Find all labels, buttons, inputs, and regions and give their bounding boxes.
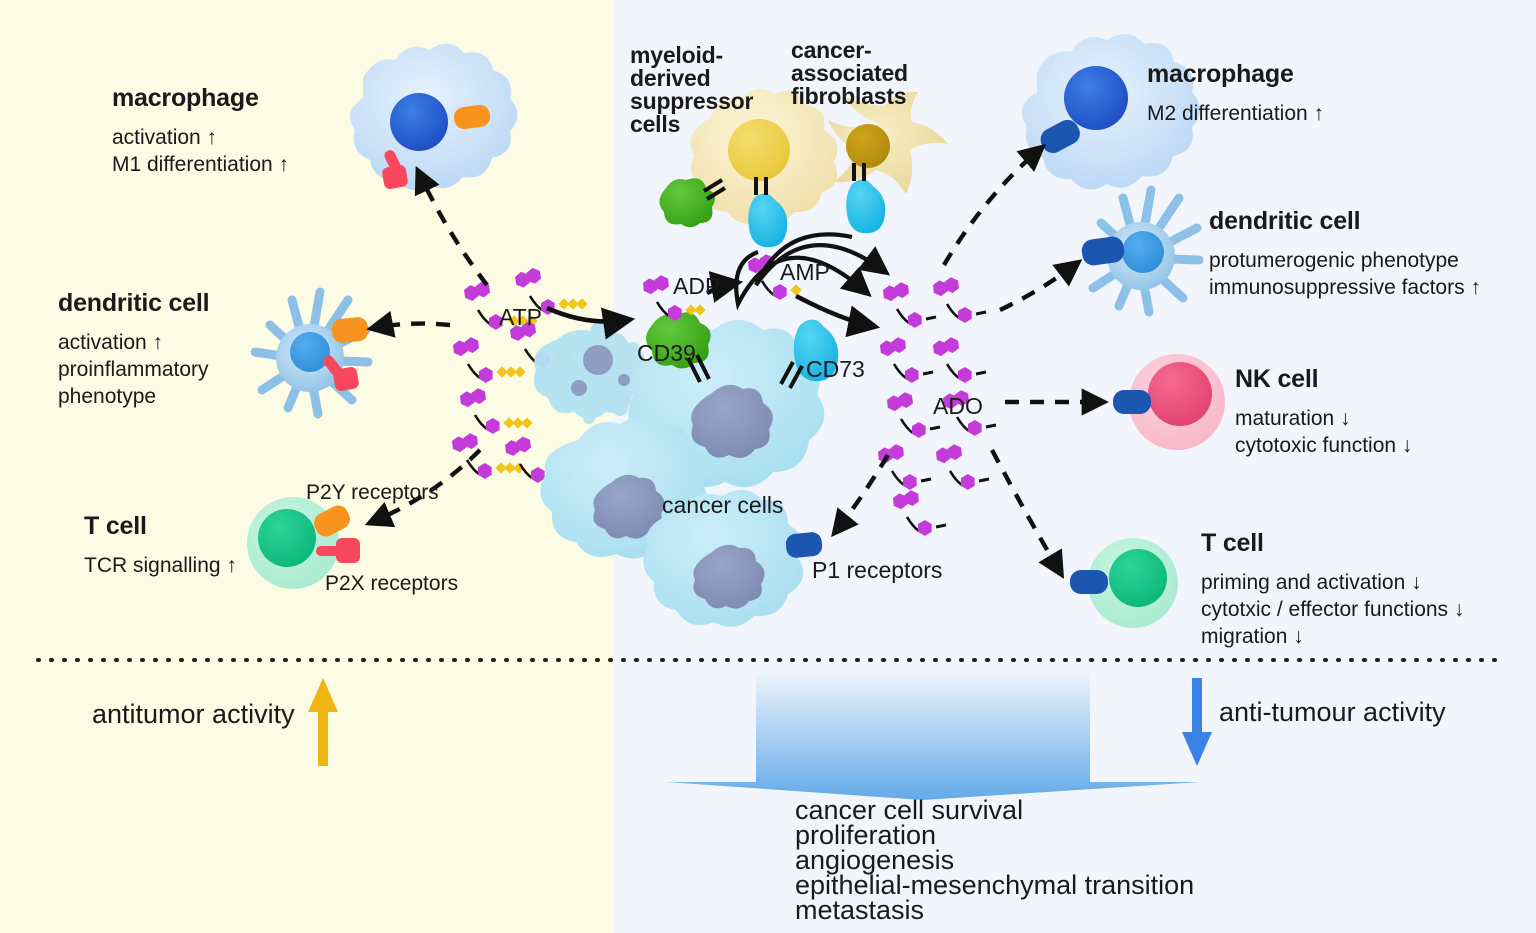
arrow-adp-to-amp — [705, 271, 744, 303]
cancer-cells-graphic — [533, 320, 825, 627]
mdsc-line-3: suppressor — [630, 88, 754, 114]
left-dendritic-line-2: proinflammatory — [58, 358, 209, 381]
ado-molecule-cloud — [877, 276, 997, 536]
p1-receptor-icon — [785, 532, 823, 558]
caf-line-1: cancer- — [791, 37, 872, 63]
cd73-enzyme-icon — [748, 177, 788, 248]
p1-receptor-icon — [1040, 119, 1080, 153]
right-tcell-line-2: cytotxic / effector functions ↓ — [1201, 598, 1465, 621]
amp-molecule — [747, 253, 802, 300]
right-tcell-title: T cell — [1201, 529, 1264, 557]
ado-label: ADO — [933, 393, 983, 419]
adp-molecule — [642, 274, 706, 321]
right-macrophage-graphic — [1021, 33, 1200, 190]
arrow-mdsc-to-ado — [734, 250, 872, 311]
left-tcell-title: T cell — [84, 512, 147, 540]
right-dendritic-line-1: protumerogenic phenotype — [1209, 249, 1459, 272]
nk-cell-line-2: cytotoxic function ↓ — [1235, 434, 1413, 457]
caf-graphic — [828, 91, 948, 234]
outcome-item-3: angiogenesis — [795, 845, 955, 875]
left-macrophage-title: macrophage — [112, 84, 259, 112]
mdsc-line-2: derived — [630, 65, 711, 91]
cd73-label: CD73 — [806, 356, 865, 382]
left-tcell-graphic — [247, 497, 360, 589]
left-dendritic-line-1: activation ↑ — [58, 331, 164, 354]
p1-receptor-icon — [1113, 390, 1151, 414]
atp-label: ATP — [499, 304, 543, 330]
antitumor-activity-label: antitumor activity — [92, 699, 295, 729]
p2x-receptor-icon — [316, 538, 360, 563]
left-dendritic-title: dendritic cell — [58, 289, 210, 317]
mdsc-line-4: cells — [630, 111, 681, 137]
right-tcell-graphic — [1070, 538, 1178, 628]
nk-cell-line-1: maturation ↓ — [1235, 407, 1351, 430]
outcome-item-2: proliferation — [795, 820, 937, 850]
left-dendritic-line-3: phenotype — [58, 385, 157, 408]
right-dendritic-title: dendritic cell — [1209, 207, 1361, 235]
outcome-item-5: metastasis — [795, 895, 925, 925]
cancer-cells-label: cancer cells — [662, 492, 784, 518]
nk-cell-graphic — [1113, 354, 1225, 450]
p2y-receptor-icon — [331, 317, 369, 343]
p2y-receptor-icon — [453, 104, 491, 130]
left-macrophage-line-1: activation ↑ — [112, 126, 218, 149]
antitumor-up-arrow — [308, 678, 338, 766]
left-macrophage-line-2: M1 differentiation ↑ — [112, 153, 290, 176]
p1-receptor-icon — [1081, 236, 1125, 266]
mdsc-graphic — [659, 89, 838, 248]
cd73-enzyme-icon — [846, 163, 886, 234]
adp-label: ADP — [673, 273, 721, 299]
p1-receptor-icon — [1070, 570, 1108, 594]
caf-line-2: associated — [791, 60, 908, 86]
p2x-receptor-icon — [323, 355, 359, 391]
arrow-ado-to-cancer — [831, 453, 890, 538]
right-tcell-line-3: migration ↓ — [1201, 625, 1304, 648]
cd39-enzyme-icon — [646, 312, 711, 383]
left-dendritic-graphic — [250, 287, 373, 419]
cd39-enzyme-icon — [659, 178, 727, 228]
arrow-atp-to-dendritic — [366, 310, 451, 338]
outcomes-arrow — [666, 672, 1200, 800]
caf-line-3: fibroblasts — [791, 83, 907, 109]
arrow-ado-to-macrophage — [942, 143, 1047, 267]
mdsc-line-1: myeloid- — [630, 42, 723, 68]
nk-cell-title: NK cell — [1235, 365, 1319, 393]
cd39-label: CD39 — [637, 340, 696, 366]
left-macrophage-graphic — [350, 43, 518, 190]
right-dendritic-graphic — [1081, 185, 1204, 317]
outcome-item-1: cancer cell survival — [795, 795, 1024, 825]
p2y-receptors-label: P2Y receptors — [306, 481, 439, 504]
arrow-ado-to-tcell — [990, 448, 1065, 579]
amp-label: AMP — [780, 259, 830, 285]
outcome-item-4: epithelial-mesenchymal transition — [795, 870, 1195, 900]
p2y-receptor-icon — [313, 505, 351, 537]
antitumour-down-arrow — [1182, 678, 1212, 766]
left-tcell-line-1: TCR signalling ↑ — [84, 554, 237, 577]
arrow-amp-to-ado — [794, 293, 881, 338]
right-macrophage-line-1: M2 differentiation ↑ — [1147, 102, 1325, 125]
cd73-enzyme-icon — [779, 319, 839, 389]
arrow-caf-to-ado — [754, 232, 891, 287]
arrow-atp-to-adp — [546, 305, 636, 340]
atp-molecule-cloud — [451, 266, 588, 483]
antitumour-activity-label: anti-tumour activity — [1219, 697, 1446, 727]
p2x-receptor-icon — [382, 150, 408, 189]
arrow-ado-to-dendritic — [999, 259, 1083, 312]
p2x-receptors-label: P2X receptors — [325, 572, 459, 595]
p1-receptors-label: P1 receptors — [812, 557, 943, 583]
right-tcell-line-1: priming and activation ↓ — [1201, 571, 1422, 594]
right-dendritic-line-2: immunosuppressive factors ↑ — [1209, 276, 1481, 299]
right-macrophage-title: macrophage — [1147, 60, 1294, 88]
